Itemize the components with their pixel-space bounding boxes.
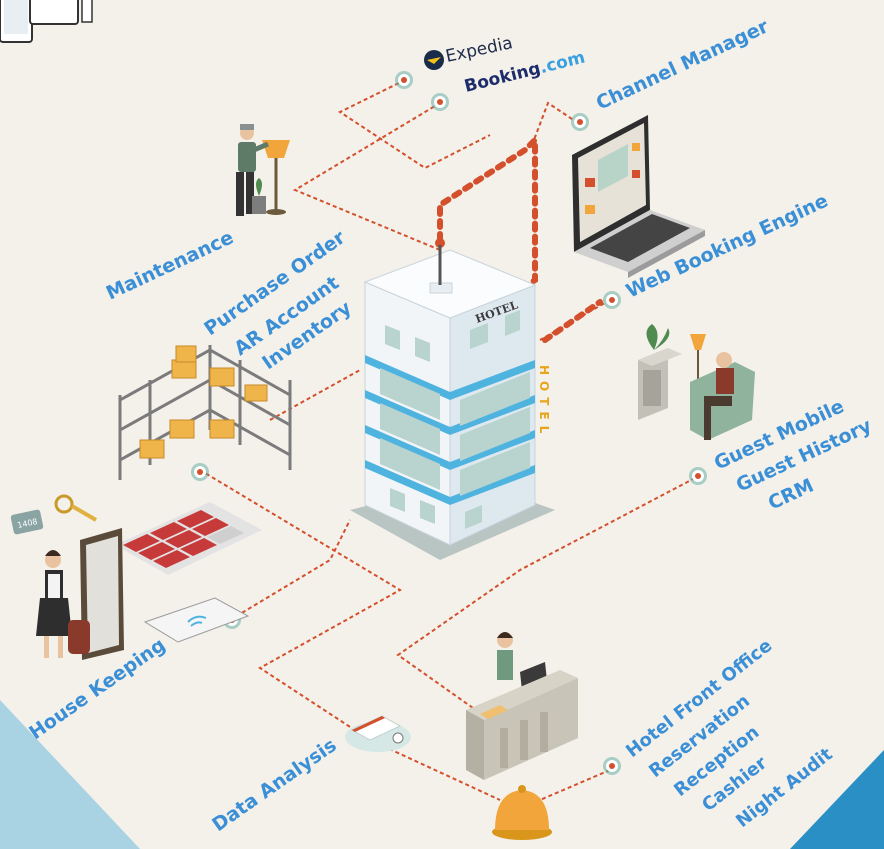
label-data-analysis: Data Analysis [208,734,340,836]
room-key-number: 1408 [17,517,39,530]
dot-channel-manager [571,113,589,131]
dot-guest [689,467,707,485]
dot-web-booking [603,291,621,309]
hotel-vertical-sign: HOTEL [537,365,551,439]
maintenance-worker-illustration [236,124,290,216]
guest-armchair-illustration [638,324,755,440]
corner-decoration-left [0,700,140,849]
dot-front-office [603,757,621,775]
expedia-logo: Expedia [424,33,515,70]
dot-inventory [191,463,209,481]
room-status-grid [115,502,262,575]
line-housekeeping-data [199,469,501,801]
line-channel-manager [531,101,579,146]
line-booking [292,102,441,251]
line-housekeeping-hotel [229,519,351,621]
calendar-illustration [345,715,411,752]
line-web-thick [542,299,603,343]
wifi-icon [187,615,207,623]
dot-booking [431,93,449,111]
connector-dots [191,71,707,775]
tablet-icon [0,0,93,43]
line-guest [396,477,696,721]
corner-decoration-right [790,750,884,849]
room-key-tag [10,509,44,535]
reception-bell-icon [492,785,552,840]
line-front-office [539,769,611,801]
warehouse-shelves-illustration [118,345,292,480]
line-inventory [269,369,361,421]
booking-suffix: .com [538,48,587,79]
booking-name: Booking [462,59,542,97]
hotel-building-illustration: HOTEL HOTEL [350,245,555,560]
dot-expedia [395,71,413,89]
front-office-desk-illustration [466,632,578,780]
label-channel-manager: Channel Manager [593,15,773,114]
line-expedia [337,79,491,170]
laptop-illustration [572,115,705,278]
antenna-tip [435,238,445,248]
housekeeping-illustration: 1408 [10,494,262,660]
expedia-label: Expedia [444,33,515,67]
label-maintenance: Maintenance [103,226,237,304]
